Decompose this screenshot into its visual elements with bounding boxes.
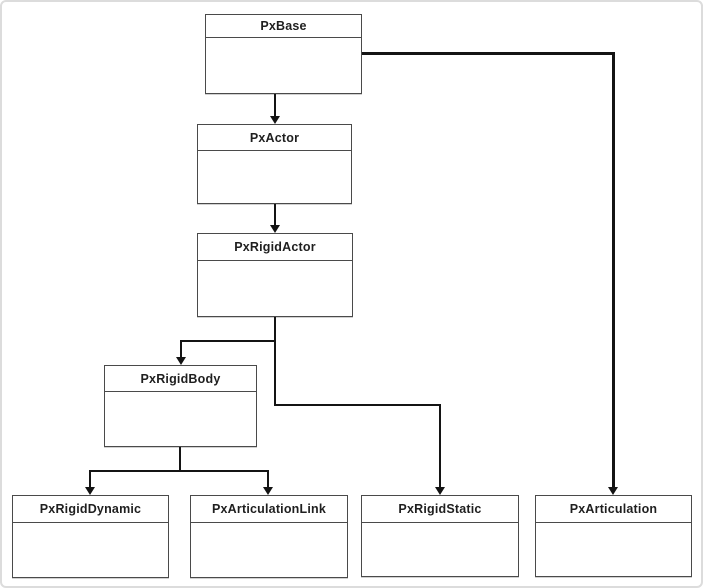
class-box-pxrigidstatic: PxRigidStatic xyxy=(361,495,519,577)
class-box-pxrigiddynamic: PxRigidDynamic xyxy=(12,495,169,578)
arrowhead-pxactor xyxy=(270,116,280,124)
class-box-pxrigidactor: PxRigidActor xyxy=(197,233,353,317)
connector-pxrigidstatic-horizontal xyxy=(274,404,441,406)
connector-pxbase-pxarticulation-horizontal xyxy=(362,52,614,55)
connector-pxbase-pxactor xyxy=(274,94,276,117)
class-title: PxRigidBody xyxy=(105,366,256,392)
class-title: PxActor xyxy=(198,125,351,151)
connector-pxactor-pxrigidactor xyxy=(274,204,276,226)
class-box-pxbase: PxBase xyxy=(205,14,362,94)
class-box-pxarticulationlink: PxArticulationLink xyxy=(190,495,348,578)
arrowhead-pxrigidbody xyxy=(176,357,186,365)
connector-pxbase-pxarticulation-vertical xyxy=(612,52,615,488)
class-box-pxactor: PxActor xyxy=(197,124,352,204)
class-title: PxRigidDynamic xyxy=(13,496,168,523)
connector-pxrigidbody-crossbar xyxy=(89,470,269,472)
connector-pxrigiddynamic-vertical xyxy=(89,470,91,488)
connector-branch-pxrigidbody-horizontal xyxy=(180,340,276,342)
arrowhead-pxarticulationlink xyxy=(263,487,273,495)
class-title: PxRigidStatic xyxy=(362,496,518,523)
connector-pxrigidstatic-vertical xyxy=(439,404,441,488)
arrowhead-pxrigidstatic xyxy=(435,487,445,495)
class-box-pxarticulation: PxArticulation xyxy=(535,495,692,577)
class-title: PxBase xyxy=(206,15,361,38)
arrowhead-pxrigidactor xyxy=(270,225,280,233)
arrowhead-pxarticulation xyxy=(608,487,618,495)
arrowhead-pxrigiddynamic xyxy=(85,487,95,495)
connector-branch-pxrigidbody-vertical xyxy=(180,340,182,358)
class-title: PxRigidActor xyxy=(198,234,352,261)
class-title: PxArticulationLink xyxy=(191,496,347,523)
connector-pxrigidbody-stem xyxy=(179,447,181,472)
class-title: PxArticulation xyxy=(536,496,691,523)
connector-pxrigidactor-trunk xyxy=(274,317,276,406)
connector-pxarticulationlink-vertical xyxy=(267,470,269,488)
class-box-pxrigidbody: PxRigidBody xyxy=(104,365,257,447)
